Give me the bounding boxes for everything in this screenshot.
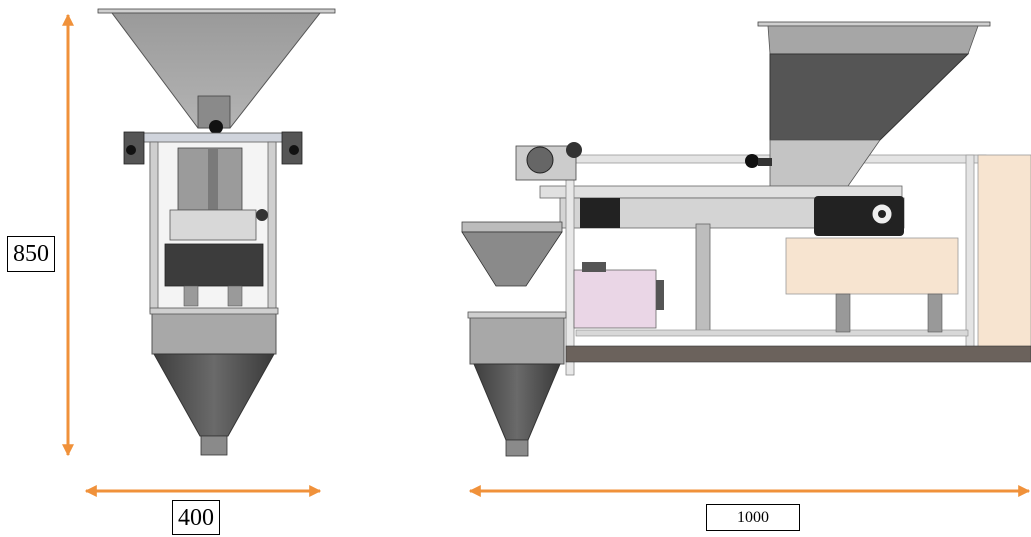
front-view — [97, 8, 336, 456]
side-width-dimension-label: 1000 — [706, 504, 800, 531]
front-width-dimension-label: 400 — [172, 500, 220, 535]
side-view — [461, 21, 1031, 457]
height-dimension-label: 850 — [7, 236, 55, 272]
